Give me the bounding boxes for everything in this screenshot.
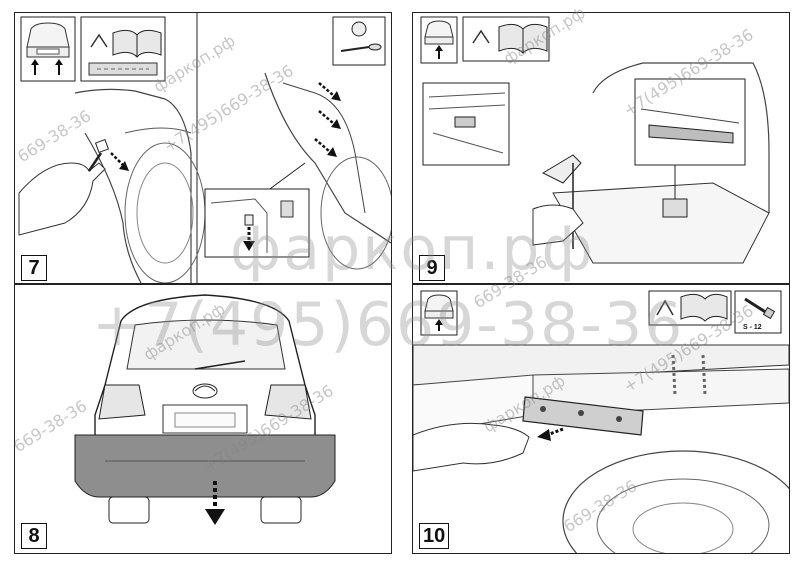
pull-arrow-icon bbox=[110, 152, 129, 171]
step-8-panel: 8 bbox=[14, 284, 392, 554]
detail-inset bbox=[204, 188, 310, 258]
caution-manual-icon bbox=[648, 290, 732, 326]
clip-removal-arrows-icon bbox=[314, 82, 341, 157]
step-9-illustration bbox=[420, 16, 770, 264]
step-10-panel: S - 12 10 bbox=[412, 284, 790, 554]
mounting-plate bbox=[522, 396, 644, 436]
car-rear-icon bbox=[420, 290, 458, 336]
bolt-removal-arrow-icon bbox=[537, 427, 564, 441]
bumper-down-arrow-icon bbox=[205, 481, 225, 525]
step-number: 7 bbox=[21, 255, 47, 281]
detail-inset bbox=[422, 82, 510, 166]
socket-size-label: S - 12 bbox=[743, 324, 762, 331]
manual-book-icon bbox=[462, 16, 550, 62]
screw-tool-icon bbox=[332, 16, 386, 66]
manual-book-icon bbox=[80, 16, 166, 82]
car-rear-icon bbox=[20, 16, 76, 82]
step-8-illustration bbox=[74, 294, 336, 525]
rear-bumper-highlight bbox=[74, 434, 336, 498]
step-7-panel: 7 bbox=[14, 12, 392, 284]
car-rear-icon bbox=[420, 16, 458, 64]
step-number: 8 bbox=[21, 523, 47, 549]
step-number: 9 bbox=[419, 255, 445, 281]
step-7-illustration bbox=[18, 13, 391, 283]
wrench-tool-icon: S - 12 bbox=[734, 290, 782, 334]
step-9-panel: 9 bbox=[412, 12, 790, 284]
zoom-box bbox=[634, 78, 746, 166]
step-number: 10 bbox=[419, 523, 450, 549]
step-10-illustration: S - 12 bbox=[413, 290, 789, 553]
